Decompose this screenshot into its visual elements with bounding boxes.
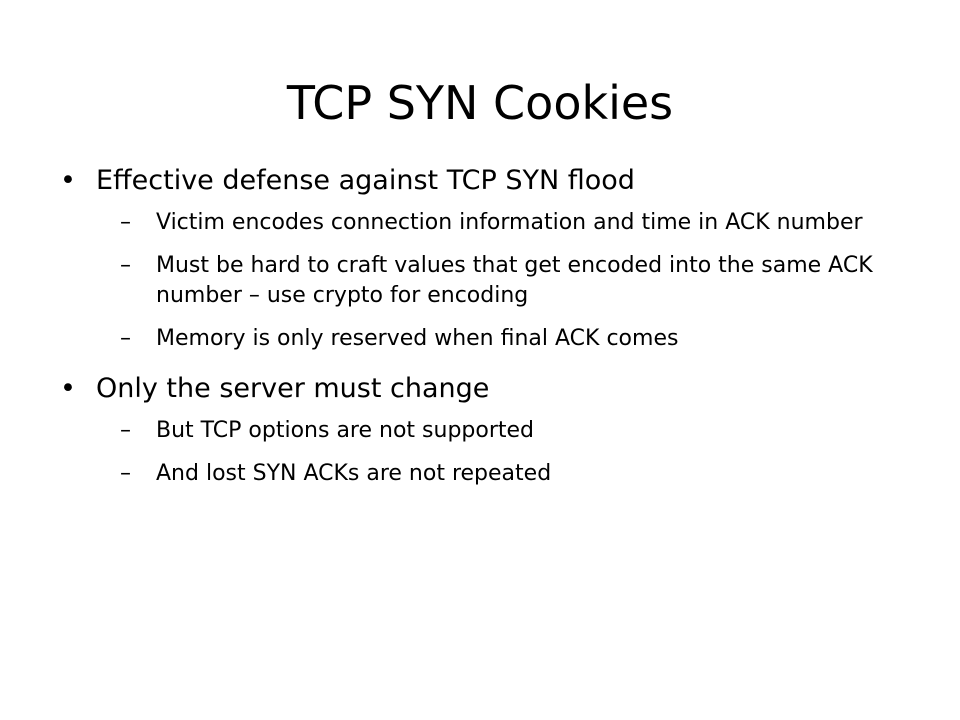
dash-marker: –	[120, 461, 131, 486]
sub-bullet-text: And lost SYN ACKs are not repeated	[156, 461, 552, 486]
bullet-marker: •	[60, 373, 76, 404]
dash-marker: –	[120, 418, 131, 443]
sub-bullet-item: – But TCP options are not supported	[60, 416, 900, 446]
sub-bullet-text: But TCP options are not supported	[156, 418, 535, 443]
slide-body: • Effective defense against TCP SYN floo…	[60, 162, 900, 489]
sub-bullet-text: Must be hard to craft values that get en…	[156, 253, 873, 308]
sub-bullet-item: – Victim encodes connection information …	[60, 208, 900, 238]
dash-marker: –	[120, 326, 131, 351]
slide-title: TCP SYN Cookies	[286, 76, 674, 130]
dash-marker: –	[120, 210, 131, 235]
sub-bullet-text: Victim encodes connection information an…	[156, 210, 863, 235]
bullet-text: Only the server must change	[96, 373, 490, 404]
sub-bullet-text: Memory is only reserved when final ACK c…	[156, 326, 679, 351]
sub-bullet-item: – Must be hard to craft values that get …	[60, 251, 900, 311]
sub-bullet-item: – And lost SYN ACKs are not repeated	[60, 459, 900, 489]
bullet-item: • Only the server must change	[60, 370, 900, 408]
sub-bullet-item: – Memory is only reserved when final ACK…	[60, 324, 900, 354]
bullet-item: • Effective defense against TCP SYN floo…	[60, 162, 900, 200]
bullet-marker: •	[60, 165, 76, 196]
dash-marker: –	[120, 253, 131, 278]
sub-bullet-list: – But TCP options are not supported – An…	[60, 416, 900, 489]
sub-bullet-list: – Victim encodes connection information …	[60, 208, 900, 354]
bullet-text: Effective defense against TCP SYN flood	[96, 165, 635, 196]
